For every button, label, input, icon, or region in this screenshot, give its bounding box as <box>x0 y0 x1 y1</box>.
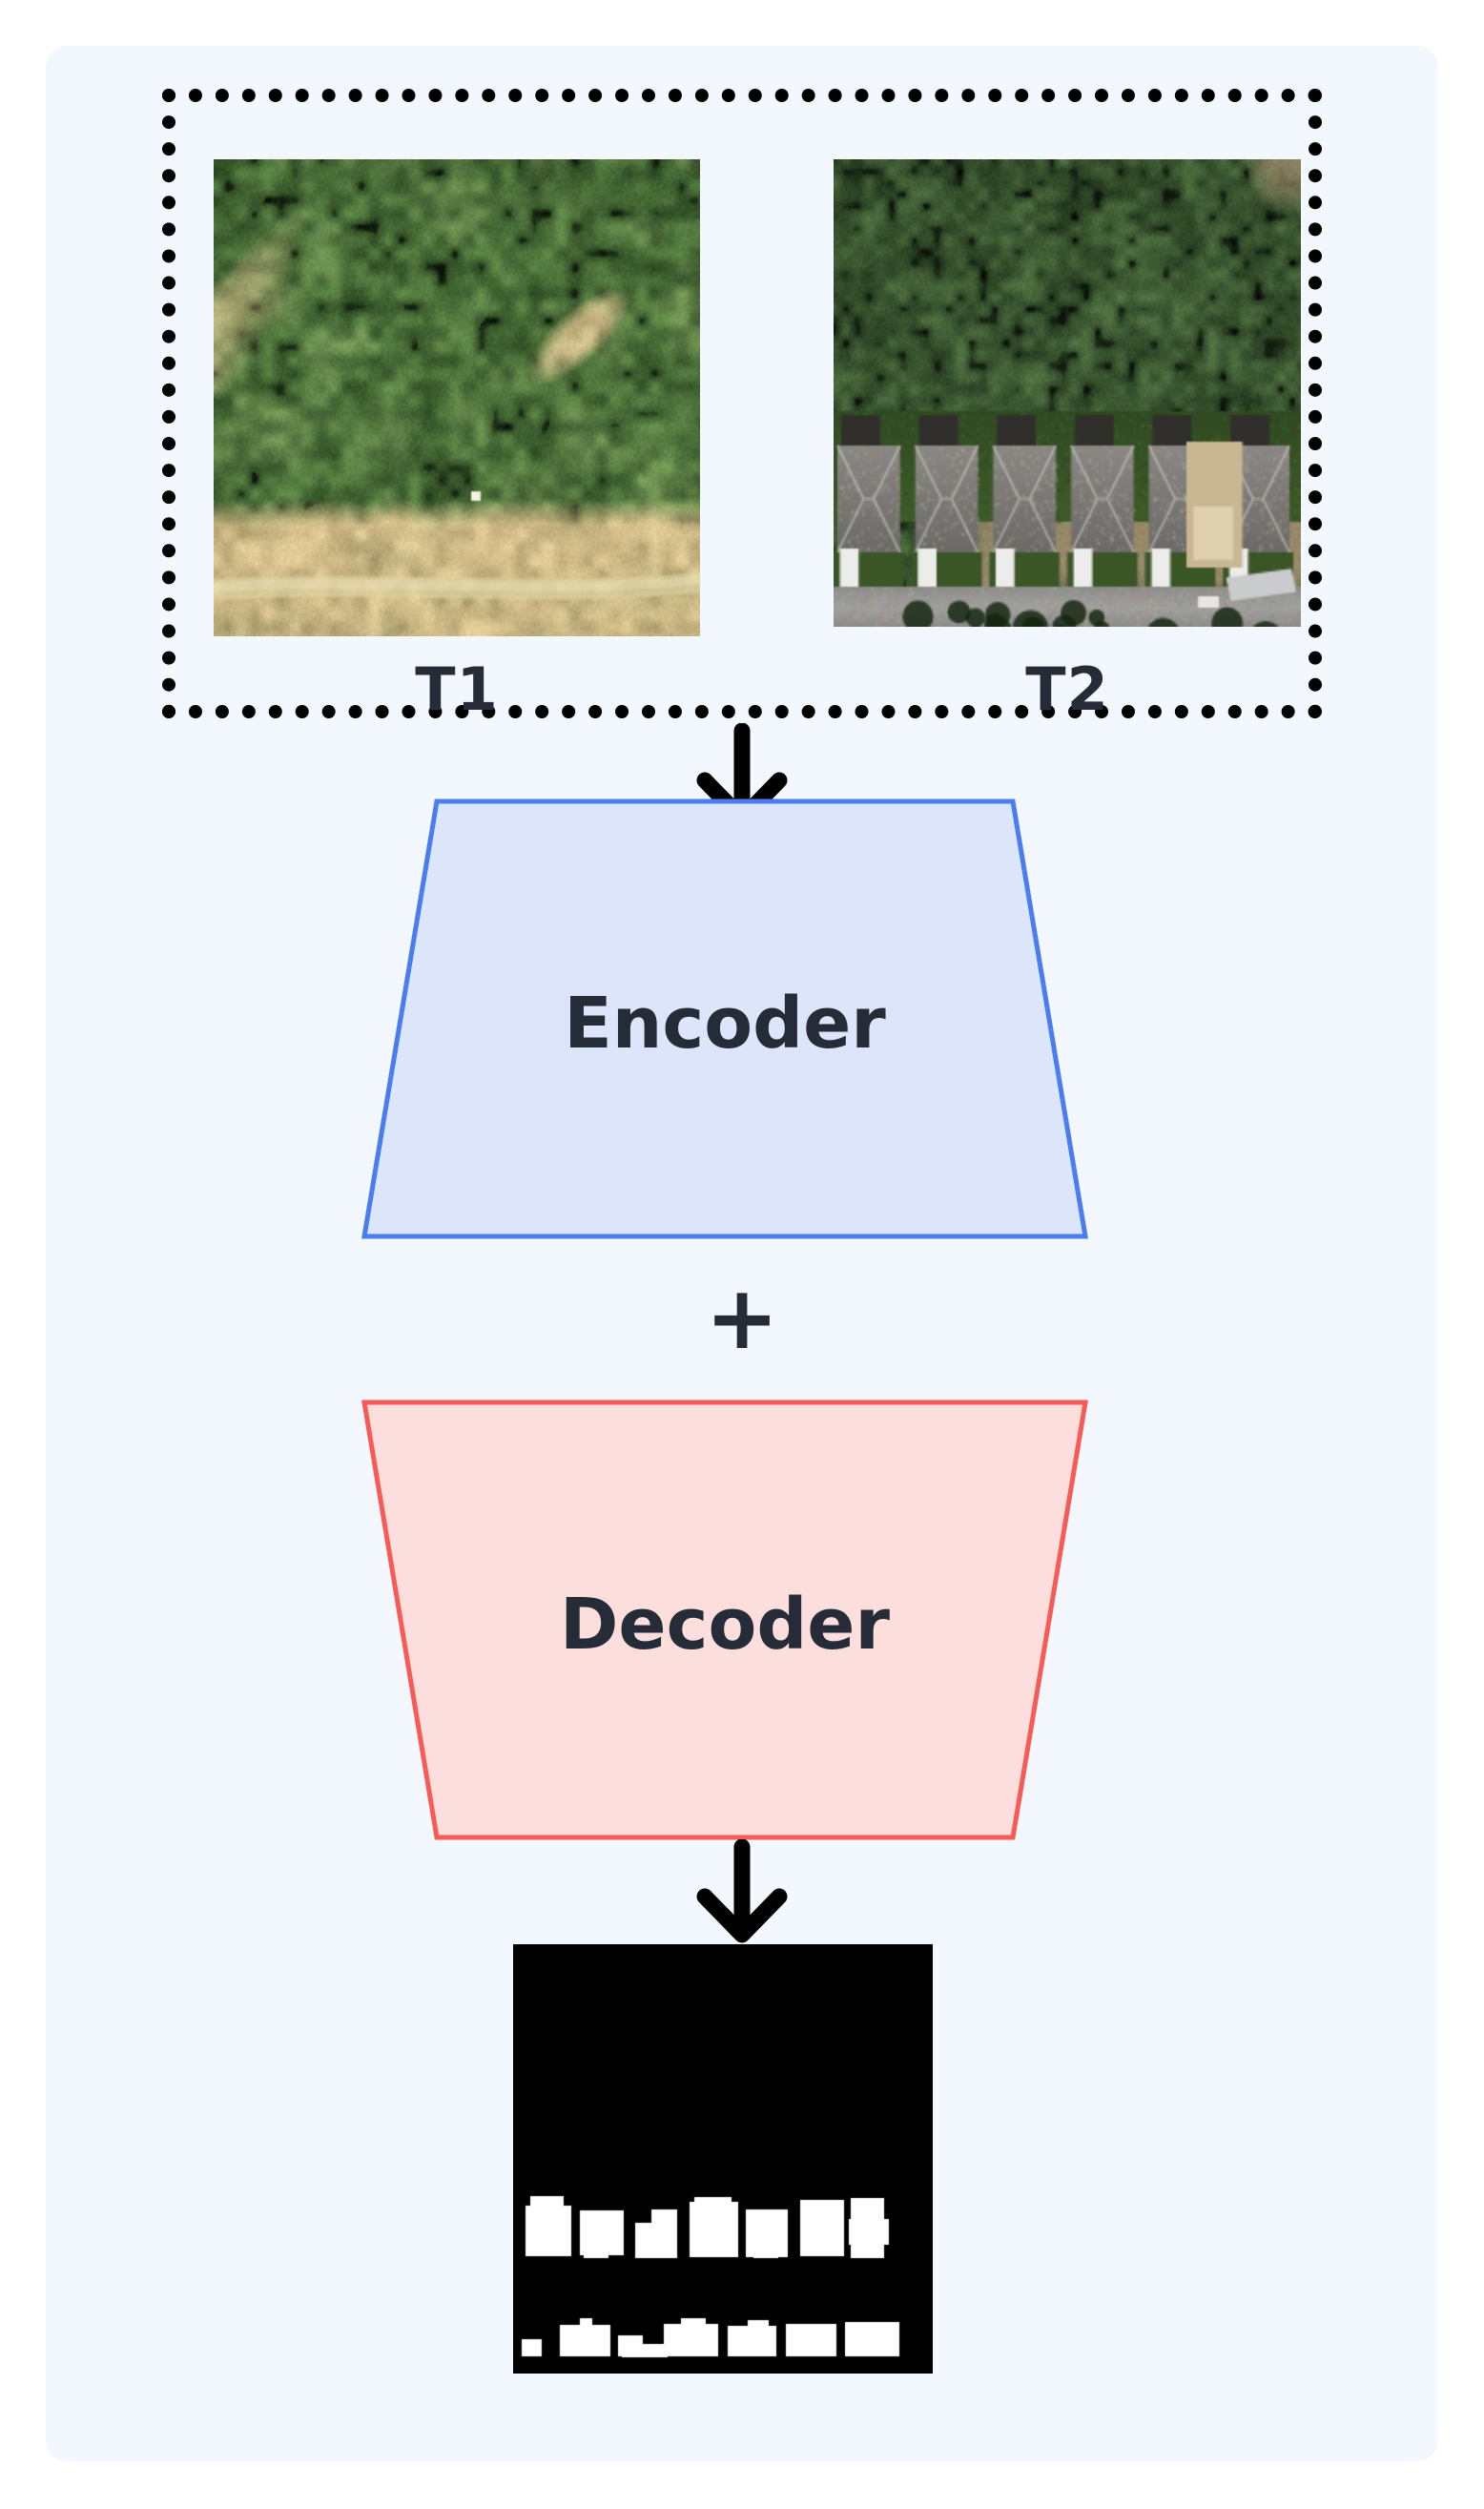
input-image-t1 <box>214 159 700 636</box>
input-label-t1: T1 <box>415 654 499 724</box>
decoder-label: Decoder <box>560 1584 890 1666</box>
input-image-t2 <box>834 159 1301 627</box>
decoder-block[interactable]: Decoder <box>361 1400 1088 1840</box>
input-image-pair-group: T1 T2 <box>162 89 1322 724</box>
down-arrow-icon <box>680 1838 804 1944</box>
input-label-t2: T2 <box>1025 654 1109 724</box>
plus-operator: + <box>705 1267 779 1369</box>
encoder-label: Encoder <box>564 983 886 1065</box>
output-change-mask <box>513 1944 933 2374</box>
encoder-block[interactable]: Encoder <box>361 798 1088 1239</box>
